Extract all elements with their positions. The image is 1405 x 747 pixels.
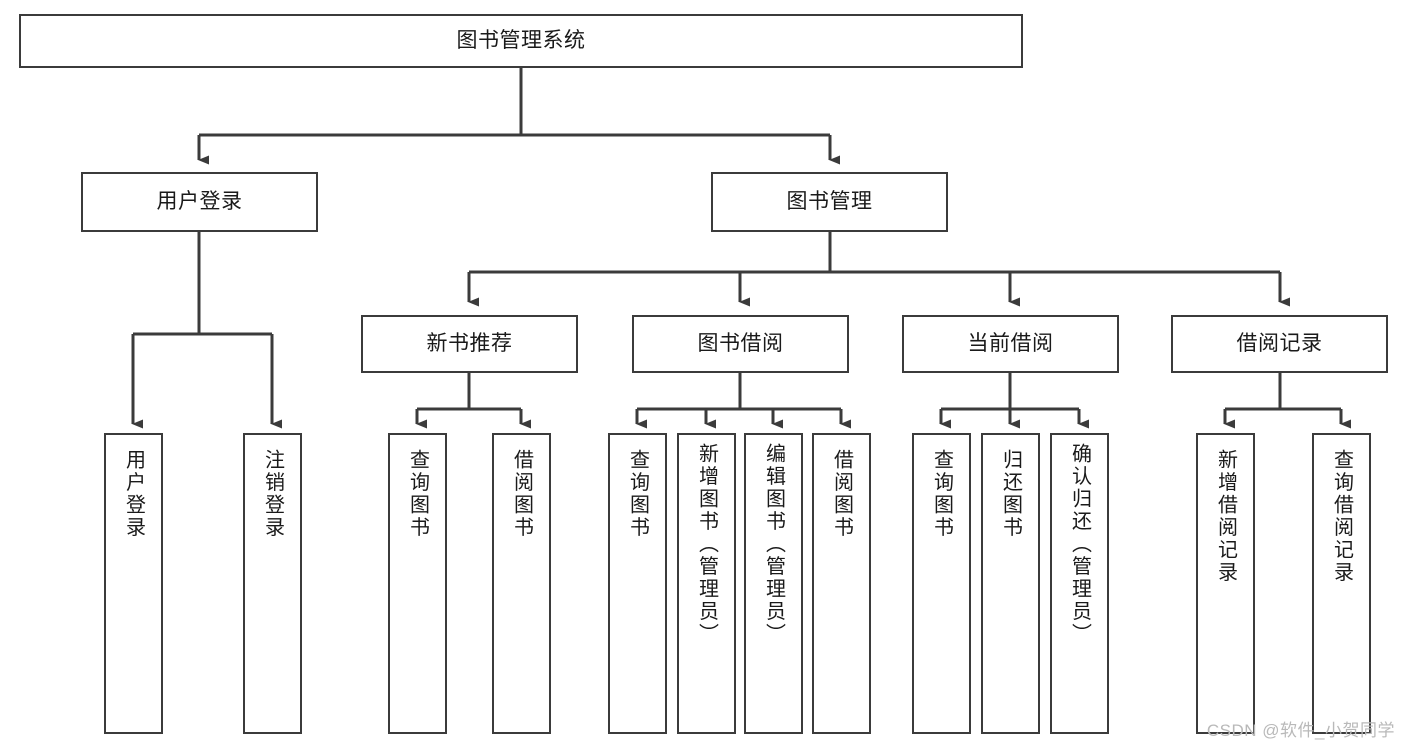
node-borrow-record[interactable]: 借阅记录 <box>1171 315 1388 373</box>
node-current-borrow-label: 当前借阅 <box>967 331 1054 355</box>
node-leaf-logout-login-label: 注销登录 <box>261 449 284 539</box>
node-leaf-borrow-book-2[interactable]: 借阅图书 <box>812 433 871 734</box>
node-leaf-add-book-label: 新增图书（管理员） <box>695 443 718 646</box>
node-leaf-borrow-book-1[interactable]: 借阅图书 <box>492 433 551 734</box>
node-leaf-edit-book-label: 编辑图书（管理员） <box>762 443 785 646</box>
node-leaf-return-book-label: 归还图书 <box>999 449 1022 539</box>
node-root[interactable]: 图书管理系统 <box>19 14 1023 68</box>
node-new-book-recommend[interactable]: 新书推荐 <box>361 315 578 373</box>
watermark-text: CSDN @软件_小贺同学 <box>1206 721 1395 740</box>
node-leaf-add-book[interactable]: 新增图书（管理员） <box>677 433 736 734</box>
node-leaf-confirm-return[interactable]: 确认归还（管理员） <box>1050 433 1109 734</box>
node-leaf-query-book-1[interactable]: 查询图书 <box>388 433 447 734</box>
node-leaf-user-login-label: 用户登录 <box>122 449 145 539</box>
node-leaf-borrow-book-2-label: 借阅图书 <box>830 449 853 539</box>
node-leaf-add-record[interactable]: 新增借阅记录 <box>1196 433 1255 734</box>
node-leaf-query-book-3-label: 查询图书 <box>930 449 953 539</box>
node-book-manage[interactable]: 图书管理 <box>711 172 948 232</box>
node-book-borrow-label: 图书借阅 <box>697 331 784 355</box>
node-leaf-logout-login[interactable]: 注销登录 <box>243 433 302 734</box>
node-leaf-query-book-2[interactable]: 查询图书 <box>608 433 667 734</box>
node-leaf-add-record-label: 新增借阅记录 <box>1214 449 1237 584</box>
node-user-login-label: 用户登录 <box>156 189 243 213</box>
node-leaf-user-login[interactable]: 用户登录 <box>104 433 163 734</box>
node-borrow-record-label: 借阅记录 <box>1236 331 1323 355</box>
node-current-borrow[interactable]: 当前借阅 <box>902 315 1119 373</box>
node-leaf-query-record[interactable]: 查询借阅记录 <box>1312 433 1371 734</box>
node-leaf-query-book-1-label: 查询图书 <box>406 449 429 539</box>
node-leaf-query-record-label: 查询借阅记录 <box>1330 449 1353 584</box>
node-root-label: 图书管理系统 <box>456 28 586 52</box>
node-book-borrow[interactable]: 图书借阅 <box>632 315 849 373</box>
node-leaf-confirm-return-label: 确认归还（管理员） <box>1068 443 1091 646</box>
node-user-login[interactable]: 用户登录 <box>81 172 318 232</box>
node-leaf-edit-book[interactable]: 编辑图书（管理员） <box>744 433 803 734</box>
node-book-manage-label: 图书管理 <box>786 189 873 213</box>
node-leaf-query-book-2-label: 查询图书 <box>626 449 649 539</box>
node-leaf-return-book[interactable]: 归还图书 <box>981 433 1040 734</box>
node-leaf-query-book-3[interactable]: 查询图书 <box>912 433 971 734</box>
node-new-book-recommend-label: 新书推荐 <box>426 331 513 355</box>
node-leaf-borrow-book-1-label: 借阅图书 <box>510 449 533 539</box>
